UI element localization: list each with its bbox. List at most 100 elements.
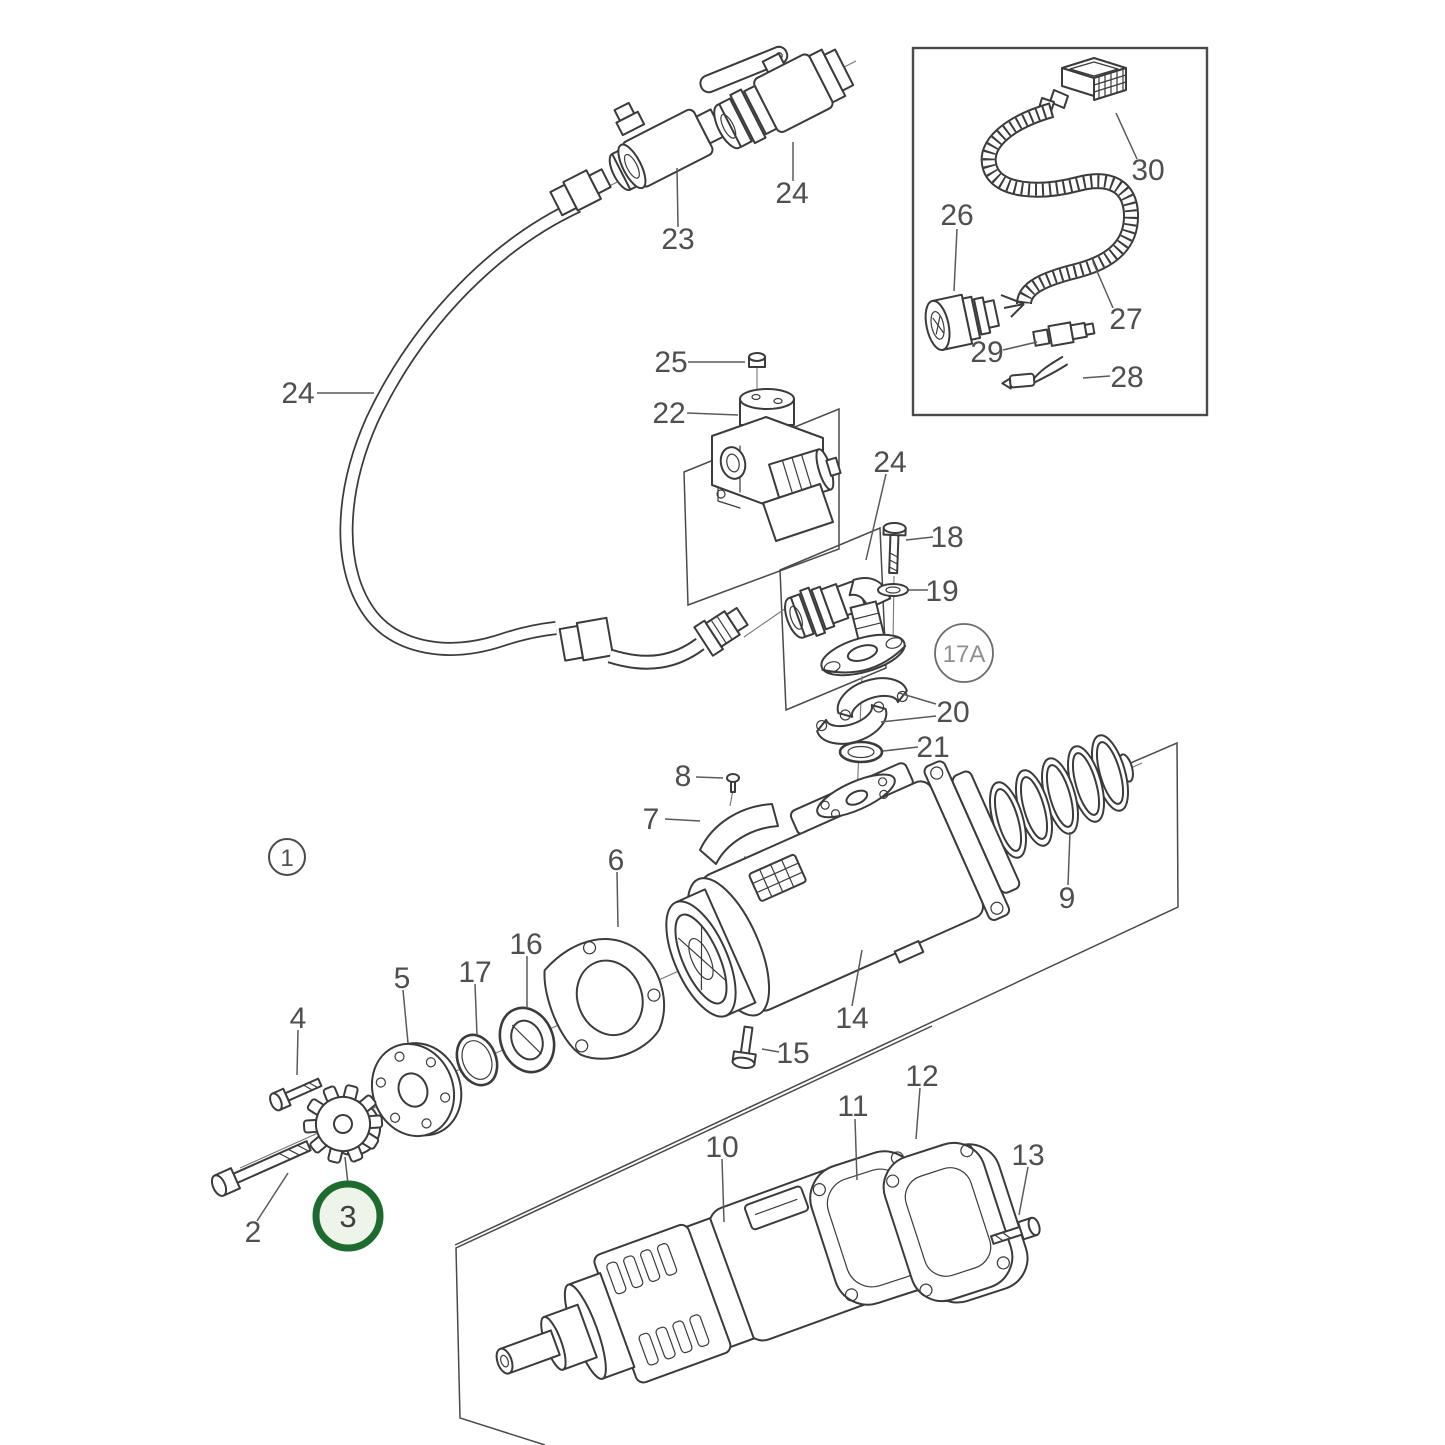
leader-motor bbox=[721, 1158, 725, 1223]
label-washer: 19 bbox=[925, 575, 958, 608]
leader-connector-sleeve bbox=[953, 228, 958, 292]
label-clamp-halves: 20 bbox=[936, 696, 969, 729]
leader-bolt-short bbox=[296, 1029, 299, 1076]
label-connector-sleeve: 26 bbox=[940, 199, 973, 232]
label-pin-terminal: 29 bbox=[970, 336, 1003, 369]
bolt-long bbox=[210, 1140, 312, 1197]
grouping-boxes bbox=[454, 46, 1209, 1445]
leader-gasket bbox=[854, 1118, 858, 1181]
o-ring-small bbox=[455, 1033, 499, 1087]
label-plug: 25 bbox=[654, 346, 687, 379]
leader-bolt-long bbox=[256, 1172, 289, 1222]
fork-terminal bbox=[1001, 355, 1068, 390]
ref-circle bbox=[934, 623, 994, 683]
label-solenoid-valve: 22 bbox=[652, 397, 685, 430]
leader-bolt-rear bbox=[1018, 1166, 1029, 1216]
leader-screw bbox=[695, 776, 724, 779]
seal-ring bbox=[498, 1006, 556, 1074]
ball-valve bbox=[699, 45, 855, 150]
solenoid-valve bbox=[711, 388, 842, 542]
label-flange-plate: 6 bbox=[608, 844, 625, 877]
leader-cable-harness bbox=[1092, 261, 1114, 309]
leader-solenoid-valve bbox=[686, 412, 739, 416]
rear-cover bbox=[882, 1141, 1029, 1304]
label-bolt-short: 4 bbox=[290, 1002, 307, 1035]
leader-check-valve bbox=[676, 167, 679, 228]
clamp-halves bbox=[816, 677, 908, 745]
highlighted-callout-3[interactable]: 3 bbox=[312, 1156, 384, 1252]
label-fork-terminal: 28 bbox=[1110, 361, 1143, 394]
leader-bolt-small bbox=[761, 1048, 780, 1053]
leader-shim-strap bbox=[664, 818, 701, 822]
label-hose: 24 bbox=[281, 377, 314, 410]
inset-box bbox=[911, 46, 1209, 417]
screw bbox=[726, 773, 740, 793]
leader-o-ring bbox=[882, 746, 919, 752]
leader-pin-terminal bbox=[1002, 341, 1038, 351]
elbow-group-box bbox=[779, 526, 887, 712]
bolt-short bbox=[269, 1077, 323, 1112]
label-o-ring: 21 bbox=[916, 731, 949, 764]
label-shim-strap: 7 bbox=[643, 803, 660, 836]
cable-harness bbox=[980, 102, 1139, 318]
leader-connector-plug bbox=[1115, 112, 1138, 160]
washer bbox=[877, 583, 909, 597]
parts-artwork bbox=[210, 45, 1139, 1384]
leader-pump-housing bbox=[851, 949, 863, 1007]
label-spring: 9 bbox=[1059, 882, 1076, 915]
label-flange-bolt: 18 bbox=[930, 521, 963, 554]
label-rear-cover: 12 bbox=[905, 1060, 938, 1093]
leader-rear-cover bbox=[915, 1087, 921, 1140]
label-screw: 8 bbox=[675, 760, 692, 793]
assembly-circle-label: 1 bbox=[280, 845, 293, 872]
o-ring bbox=[838, 740, 884, 764]
hose bbox=[339, 168, 749, 670]
label-connector-plug: 30 bbox=[1131, 154, 1164, 187]
pump-housing bbox=[665, 760, 1021, 1018]
leader-flange-plate bbox=[616, 871, 619, 928]
highlight-leader bbox=[344, 1156, 349, 1185]
label-check-valve: 23 bbox=[661, 223, 694, 256]
bolt-rear bbox=[990, 1216, 1041, 1245]
leader-lines bbox=[256, 112, 1138, 1223]
check-valve bbox=[608, 101, 726, 191]
label-elbow-fitting: 24 bbox=[873, 446, 906, 479]
label-bolt-small: 15 bbox=[776, 1037, 809, 1070]
leader-elbow-fitting bbox=[865, 473, 887, 561]
spring bbox=[989, 734, 1134, 859]
elbow-fitting bbox=[784, 577, 907, 677]
drive-gear bbox=[302, 1084, 384, 1164]
label-o-ring-small: 17 bbox=[458, 956, 491, 989]
label-motor: 10 bbox=[705, 1131, 738, 1164]
ref-callout-17A: 17A bbox=[934, 623, 994, 683]
pin-terminal bbox=[1032, 321, 1096, 347]
connector-plug bbox=[1038, 57, 1127, 113]
leader-gear-cover bbox=[402, 989, 409, 1044]
leader-fork-terminal bbox=[1082, 375, 1111, 379]
label-bolt-long: 2 bbox=[245, 1216, 262, 1249]
label-gear-cover: 5 bbox=[394, 962, 411, 995]
leader-clamp-halves bbox=[898, 692, 937, 705]
highlight-circle[interactable] bbox=[312, 1180, 384, 1252]
hose-end-fitting bbox=[693, 607, 749, 657]
label-bolt-rear: 13 bbox=[1011, 1139, 1044, 1172]
label-cable-harness: 27 bbox=[1109, 303, 1142, 336]
part-labels: 2423242522241819202126272829308796161754… bbox=[245, 154, 1165, 1249]
ref-circle-label: 17A bbox=[943, 641, 986, 668]
leader-spring bbox=[1067, 831, 1071, 886]
motor-assembly-box bbox=[455, 1025, 933, 1445]
highlight-circle-label: 3 bbox=[339, 1199, 356, 1234]
bolt-small bbox=[731, 1025, 757, 1070]
plug bbox=[748, 352, 766, 368]
flange-plate bbox=[543, 938, 666, 1060]
axis-lines bbox=[239, 60, 1143, 1363]
flange-bolt bbox=[882, 522, 907, 575]
elbow-flange bbox=[820, 633, 907, 677]
main-assembly-box bbox=[454, 741, 1179, 1246]
assembly-circle bbox=[268, 838, 306, 876]
assembly-callout-1: 1 bbox=[268, 838, 306, 876]
leader-clamp-halves bbox=[880, 715, 937, 723]
shim-strap bbox=[699, 803, 779, 865]
